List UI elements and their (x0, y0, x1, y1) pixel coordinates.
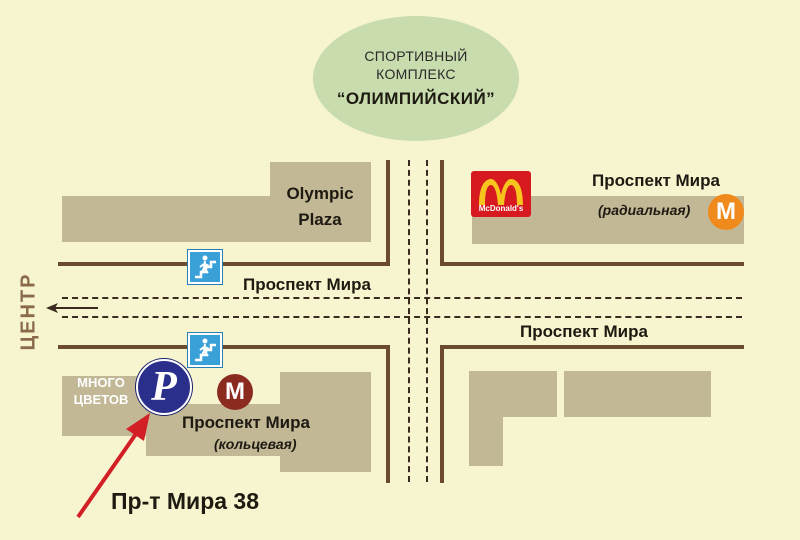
olympic-plaza-line2: Plaza (298, 210, 342, 229)
mcdonalds-wordmark: McDonald's (478, 204, 524, 213)
shop-name-line2: ЦВЕТОВ (73, 392, 129, 407)
pedestrian-underpass-icon (188, 250, 222, 284)
metro-ring-name: Проспект Мира (182, 413, 310, 432)
lane-divider-lower (62, 316, 742, 318)
block-southeast-left-low (469, 417, 503, 466)
road-edge-south-west (58, 345, 390, 349)
block-southeast-left (469, 371, 557, 417)
olympic-plaza-line1: Olympic (286, 184, 354, 203)
address-label: Пр-т Мира 38 (111, 488, 260, 514)
block-olympic-plaza-high (270, 162, 371, 242)
metro-radial-sub: (радиальная) (598, 202, 691, 218)
metro-ring-sub: (кольцевая) (214, 436, 297, 452)
golden-arches-icon (479, 179, 523, 205)
metro-ring-icon: М (217, 374, 253, 410)
block-southeast-right (564, 371, 711, 417)
center-arrow-icon (46, 303, 98, 313)
mcdonalds-logo: McDonald's (471, 171, 531, 217)
shop-name-line1: МНОГО (77, 375, 125, 390)
road-edge-south-east (444, 345, 744, 349)
stadium-label-line1: СПОРТИВНЫЙ (364, 48, 468, 64)
road-label-lower: Проспект Мира (520, 322, 648, 341)
parking-icon: P (136, 359, 192, 415)
road-edge-east-south (440, 345, 444, 483)
lane-divider-upper (62, 297, 742, 299)
road-edge-north-west (58, 262, 390, 266)
stadium-label-line2: КОМПЛЕКС (376, 66, 456, 82)
road-edge-east-north (440, 160, 444, 266)
metro-radial-name: Проспект Мира (592, 171, 720, 190)
metro-radial-icon: М (708, 194, 744, 230)
center-label: ЦЕНТР (17, 272, 40, 351)
lane-divider-right (426, 160, 428, 482)
pedestrian-underpass-icon (188, 333, 222, 367)
stadium-olimpiysky (313, 16, 519, 141)
address-arrow-icon (76, 413, 150, 519)
road-edge-west-north (386, 160, 390, 266)
road-edge-north-east (444, 262, 744, 266)
road-edge-west-south (386, 345, 390, 483)
road-label-upper: Проспект Мира (243, 275, 371, 294)
block-southwest-tall (280, 372, 371, 472)
lane-divider-left (408, 160, 410, 482)
stadium-label-line3: “ОЛИМПИЙСКИЙ” (336, 89, 496, 108)
